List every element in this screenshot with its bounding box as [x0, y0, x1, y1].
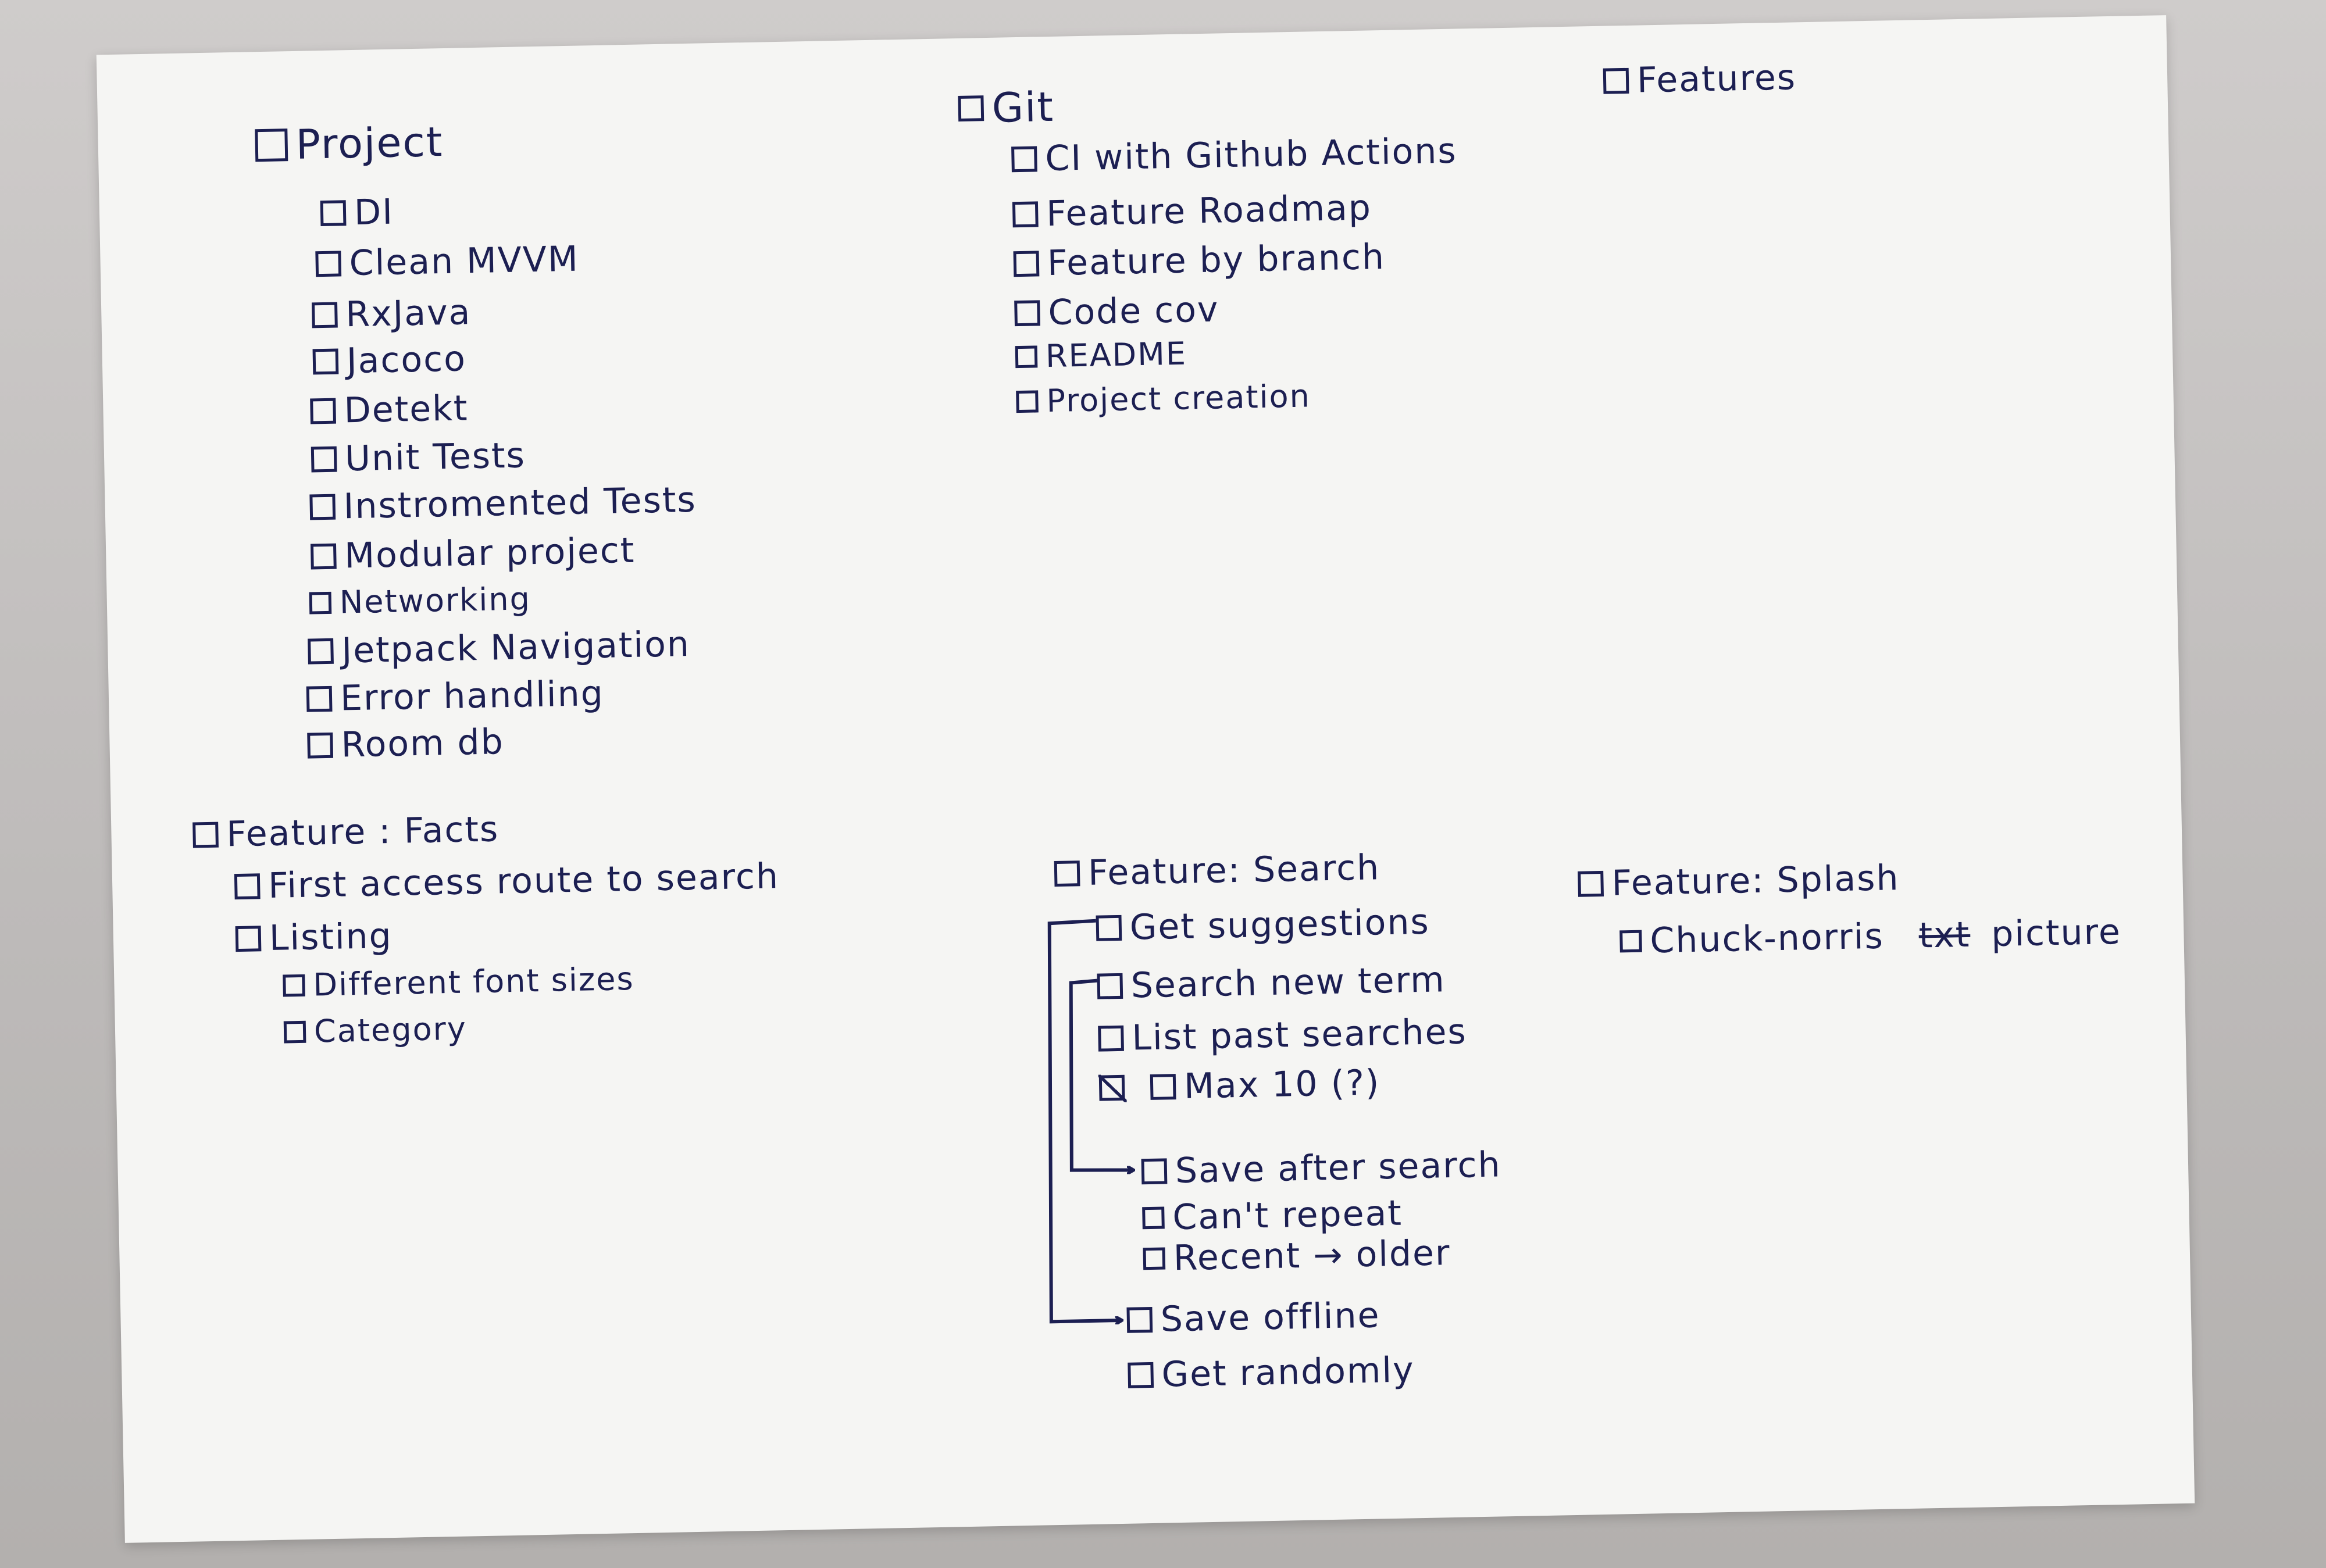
bracket-outer-line	[1047, 919, 1121, 1321]
paper-sheet: Project DI Clean MVVM RxJava Jacoco Dete…	[96, 15, 2195, 1543]
bracket-inner-line	[1069, 978, 1133, 1171]
search-connector-lines	[1047, 919, 2195, 1543]
